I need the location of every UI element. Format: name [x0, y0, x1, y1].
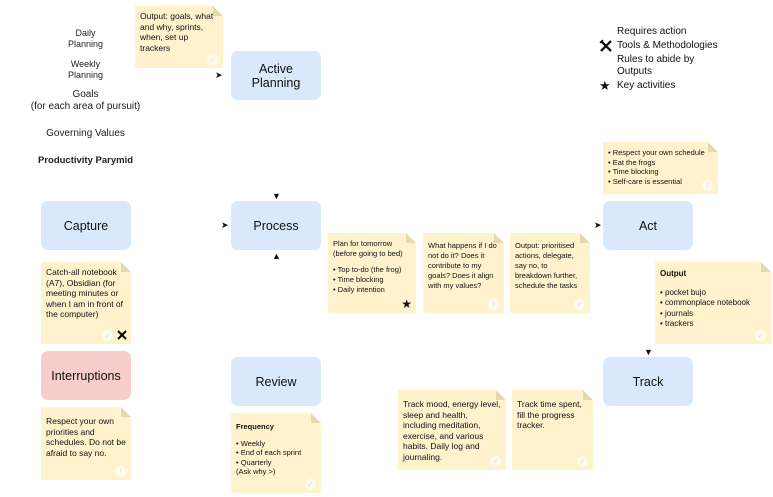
act-output-note: Output pocket bujo commonplace notebook …: [655, 262, 771, 344]
output-item: commonplace notebook: [660, 298, 767, 309]
frequency-item: Quarterly: [236, 458, 317, 468]
track-time-text: Track time spent, fill the progress trac…: [517, 399, 582, 430]
frequency-extra: (Ask why >): [236, 467, 276, 476]
pyramid-daily-planning: Daily Planning: [67, 28, 104, 49]
key-activity-star-icon: ★: [401, 297, 412, 311]
track-time-note: Track time spent, fill the progress trac…: [512, 390, 593, 470]
arrow-into-act: ➤: [594, 220, 602, 230]
check-icon: ✓: [577, 456, 588, 467]
what-happens-text: What happens if I do not do it? Does it …: [428, 241, 497, 290]
interruptions-note: Respect your own priorities and schedule…: [41, 407, 131, 480]
frequency-title: Frequency: [236, 422, 274, 431]
planning-output-text: Output: goals, what and why, sprints, wh…: [140, 11, 214, 53]
interruptions-note-text: Respect your own priorities and schedule…: [46, 416, 126, 458]
capture-note-text: Catch-all notebook (A7), Obsidian (for m…: [46, 267, 124, 319]
frequency-note: Frequency Weekly End of each sprint Quar…: [231, 413, 321, 493]
act-box[interactable]: Act: [603, 201, 693, 250]
plan-tomorrow-title: Plan for tomorrow (before going to bed): [333, 239, 403, 258]
output-item: journals: [660, 309, 767, 320]
rule-icon: !: [702, 180, 713, 191]
track-mood-text: Track mood, energy level, sleep and heal…: [403, 399, 501, 462]
arrow-into-track: ▼: [644, 347, 653, 357]
pyramid-goals: Goals (for each area of pursuit): [30, 89, 141, 112]
interruptions-box[interactable]: Interruptions: [41, 351, 131, 400]
frequency-list: Weekly End of each sprint Quarterly: [236, 439, 317, 468]
rule-icon: !: [488, 299, 499, 310]
check-icon: ✓: [102, 330, 113, 341]
act-rules-list: Respect your own schedule Eat the frogs …: [608, 148, 714, 186]
pyramid-weekly-planning: Weekly Planning: [67, 59, 104, 80]
check-icon: ✓: [207, 54, 218, 65]
frequency-item: End of each sprint: [236, 448, 317, 458]
legend-rules-outputs: Rules to abide by Outputs: [617, 54, 695, 77]
output-item: trackers: [660, 319, 767, 330]
review-box[interactable]: Review: [231, 357, 321, 406]
act-rule-item: Respect your own schedule: [608, 148, 714, 158]
arrow-into-process-bottom: ▲: [272, 251, 281, 261]
plan-item: Daily intention: [333, 285, 412, 295]
check-icon: ✓: [574, 299, 585, 310]
arrow-to-active-planning: ➤: [215, 70, 223, 80]
rule-icon: !: [115, 466, 126, 477]
check-icon: ✓: [755, 330, 766, 341]
act-output-list: pocket bujo commonplace notebook journal…: [660, 288, 767, 330]
legend-tools: Tools & Methodologies: [617, 40, 718, 51]
legend-requires-action: Requires action: [617, 26, 687, 37]
check-icon: ✓: [490, 456, 501, 467]
frequency-item: Weekly: [236, 439, 317, 449]
plan-item: Top to-do (the frog): [333, 265, 412, 275]
tools-icon: [116, 329, 128, 341]
active-planning-box[interactable]: Active Planning: [231, 51, 321, 100]
planning-output-note: Output: goals, what and why, sprints, wh…: [135, 6, 223, 68]
capture-note: Catch-all notebook (A7), Obsidian (for m…: [41, 262, 131, 344]
process-output-note: Output: prioritised actions, delegate, s…: [510, 233, 590, 313]
plan-tomorrow-list: Top to-do (the frog) Time blocking Daily…: [333, 265, 412, 295]
process-box[interactable]: Process: [231, 201, 321, 250]
legend-key-activities: Key activities: [617, 80, 676, 91]
act-rule-item: Time blocking: [608, 167, 714, 177]
arrow-into-process-top: ▼: [272, 191, 281, 201]
what-happens-note: What happens if I do not do it? Does it …: [423, 233, 504, 313]
arrow-into-process-left: ➤: [221, 220, 229, 230]
tools-icon: [599, 39, 613, 53]
pyramid-title: Productivity Parymid: [37, 155, 134, 166]
capture-box[interactable]: Capture: [41, 201, 131, 250]
act-output-title: Output: [660, 269, 687, 278]
pyramid-governing-values: Governing Values: [46, 128, 125, 139]
check-icon: ✓: [305, 479, 316, 490]
plan-item: Time blocking: [333, 275, 412, 285]
act-rules-note: Respect your own schedule Eat the frogs …: [603, 142, 718, 194]
process-output-text: Output: prioritised actions, delegate, s…: [515, 241, 578, 290]
plan-tomorrow-note: Plan for tomorrow (before going to bed) …: [328, 233, 416, 313]
key-activity-star-icon: ★: [599, 78, 611, 93]
track-box[interactable]: Track: [603, 357, 693, 406]
output-item: pocket bujo: [660, 288, 767, 299]
track-mood-note: Track mood, energy level, sleep and heal…: [398, 390, 506, 470]
act-rule-item: Self-care is essential: [608, 177, 714, 187]
act-rule-item: Eat the frogs: [608, 158, 714, 168]
